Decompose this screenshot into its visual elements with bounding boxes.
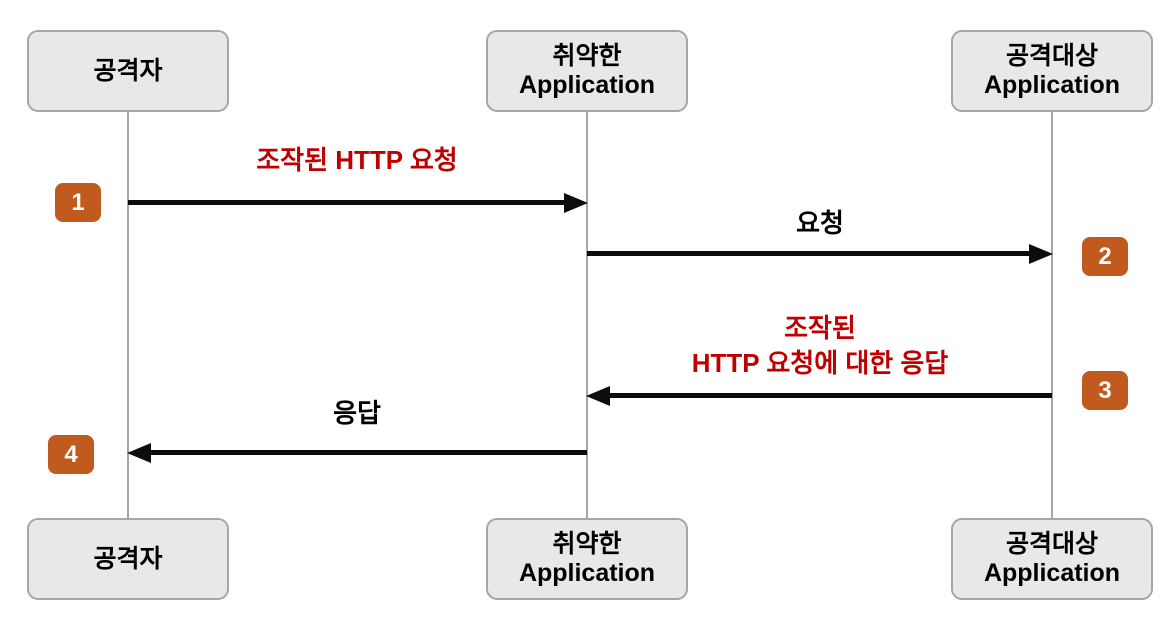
message-2-arrow xyxy=(587,243,1053,264)
lifeline-attacker xyxy=(127,112,129,518)
arrowhead-left-icon xyxy=(127,442,151,463)
message-3-arrow xyxy=(586,385,1052,406)
arrowhead-right-icon xyxy=(564,192,588,213)
actor-target-label: 공격대상 Application xyxy=(983,42,1121,99)
actor-target-app-bottom: 공격대상 Application xyxy=(951,518,1153,600)
arrowhead-left-icon xyxy=(586,385,610,406)
step-4-number: 4 xyxy=(64,440,78,468)
arrow-shaft xyxy=(601,393,1052,398)
actor-vulnerable-label: 취약한 Application xyxy=(518,530,656,587)
actor-vulnerable-app-top: 취약한 Application xyxy=(486,30,688,112)
actor-attacker-label: 공격자 xyxy=(93,544,163,573)
step-1-badge: 1 xyxy=(55,183,101,222)
actor-target-app-top: 공격대상 Application xyxy=(951,30,1153,112)
step-3-number: 3 xyxy=(1098,376,1112,404)
actor-attacker-bottom: 공격자 xyxy=(27,518,229,600)
message-2-label: 요청 xyxy=(796,208,844,238)
message-1-label: 조작된 HTTP 요청 xyxy=(256,145,458,175)
actor-attacker-label: 공격자 xyxy=(93,56,163,85)
arrow-shaft xyxy=(587,251,1038,256)
message-4-label: 응답 xyxy=(333,398,381,428)
actor-vulnerable-app-bottom: 취약한 Application xyxy=(486,518,688,600)
message-4-arrow xyxy=(127,442,587,463)
actor-attacker-top: 공격자 xyxy=(27,30,229,112)
step-1-number: 1 xyxy=(71,188,85,216)
message-3-label: 조작된 HTTP 요청에 대한 응답 xyxy=(691,313,949,378)
arrow-shaft xyxy=(128,200,573,205)
step-4-badge: 4 xyxy=(48,435,94,474)
step-2-badge: 2 xyxy=(1082,237,1128,276)
step-2-number: 2 xyxy=(1098,242,1112,270)
lifeline-target-app xyxy=(1051,112,1053,518)
arrowhead-right-icon xyxy=(1029,243,1053,264)
lifeline-vulnerable-app xyxy=(586,112,588,518)
actor-target-label: 공격대상 Application xyxy=(983,530,1121,587)
message-1-arrow xyxy=(128,192,588,213)
arrow-shaft xyxy=(142,450,587,455)
actor-vulnerable-label: 취약한 Application xyxy=(518,42,656,99)
step-3-badge: 3 xyxy=(1082,371,1128,410)
